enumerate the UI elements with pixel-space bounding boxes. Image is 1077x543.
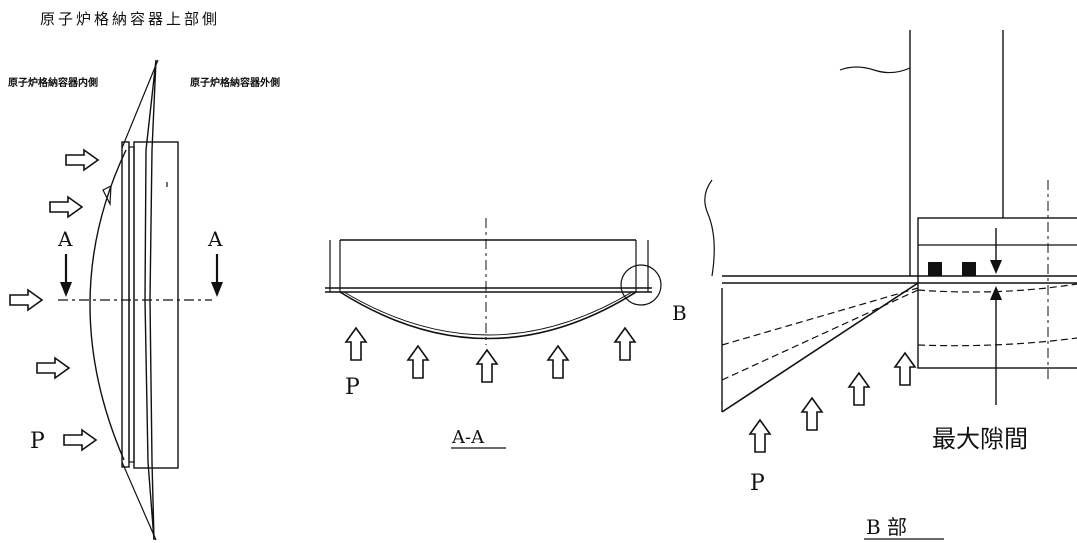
pressure-label-right: P (750, 471, 765, 496)
outside-label: 原子炉格納容器外側 (190, 76, 280, 89)
section-a-a: B P A-A (325, 218, 687, 449)
pressure-arrow (9, 289, 43, 311)
section-arrowhead-left (60, 282, 72, 297)
pressure-arrow (36, 357, 70, 379)
rib-bottom (121, 461, 157, 541)
top-side-title: 原子炉格納容器上部側 (40, 10, 220, 28)
pressure-arrow (848, 372, 870, 406)
pressure-arrow (894, 352, 916, 386)
aa-caption: A-A (451, 427, 485, 448)
detail-mark: B (672, 301, 687, 325)
seal-block (962, 262, 976, 276)
tapered-plate (144, 59, 157, 541)
max-gap-label: 最大隙間 (932, 425, 1028, 453)
deflected-plate-arc (89, 149, 127, 461)
break-line-left (704, 179, 715, 277)
section-mark-right: A (207, 227, 223, 251)
inside-label: 原子炉格納容器内側 (8, 76, 98, 89)
inner-flange (121, 141, 130, 468)
pressure-label-middle: P (345, 375, 360, 400)
detail-b: 最大隙間 P B 部 (704, 30, 1077, 540)
pressure-arrow (407, 345, 429, 379)
break-line (839, 66, 911, 74)
deflected-arc-outer (339, 291, 637, 340)
deflected-dashed-upper (917, 283, 1077, 293)
pressure-arrow (614, 327, 636, 361)
web-diagonal (721, 282, 919, 413)
rib-top (121, 59, 159, 149)
pressure-arrow (801, 397, 823, 431)
section-mark-left: A (57, 227, 73, 251)
seal-block (928, 262, 942, 276)
hatch-body (133, 141, 179, 469)
gap-arrowhead-up (990, 286, 1002, 300)
gap-arrowhead-down (990, 260, 1002, 274)
pressure-arrow (476, 349, 498, 383)
small-wedge (102, 185, 112, 207)
seal-strip (128, 146, 135, 463)
side-view: 原子炉格納容器上部側 原子炉格納容器内側 原子炉格納容器外側 A A P (8, 10, 280, 541)
pressure-arrow (547, 345, 569, 379)
deflected-arc-inner (343, 291, 633, 336)
deflected-dashed-lower (917, 337, 1077, 347)
detail-circle (620, 264, 662, 306)
flange-box (917, 217, 1077, 369)
pressure-label-left: P (30, 429, 45, 454)
web-dashed-1 (721, 287, 919, 346)
pressure-arrow (65, 149, 99, 171)
b-caption: B 部 (866, 515, 907, 539)
pressure-arrow (63, 429, 97, 451)
pressure-arrow (345, 327, 367, 361)
pressure-arrow (49, 196, 83, 218)
web-dashed-2 (721, 289, 919, 381)
section-arrowhead-right (211, 282, 223, 297)
pressure-arrow (749, 419, 771, 453)
